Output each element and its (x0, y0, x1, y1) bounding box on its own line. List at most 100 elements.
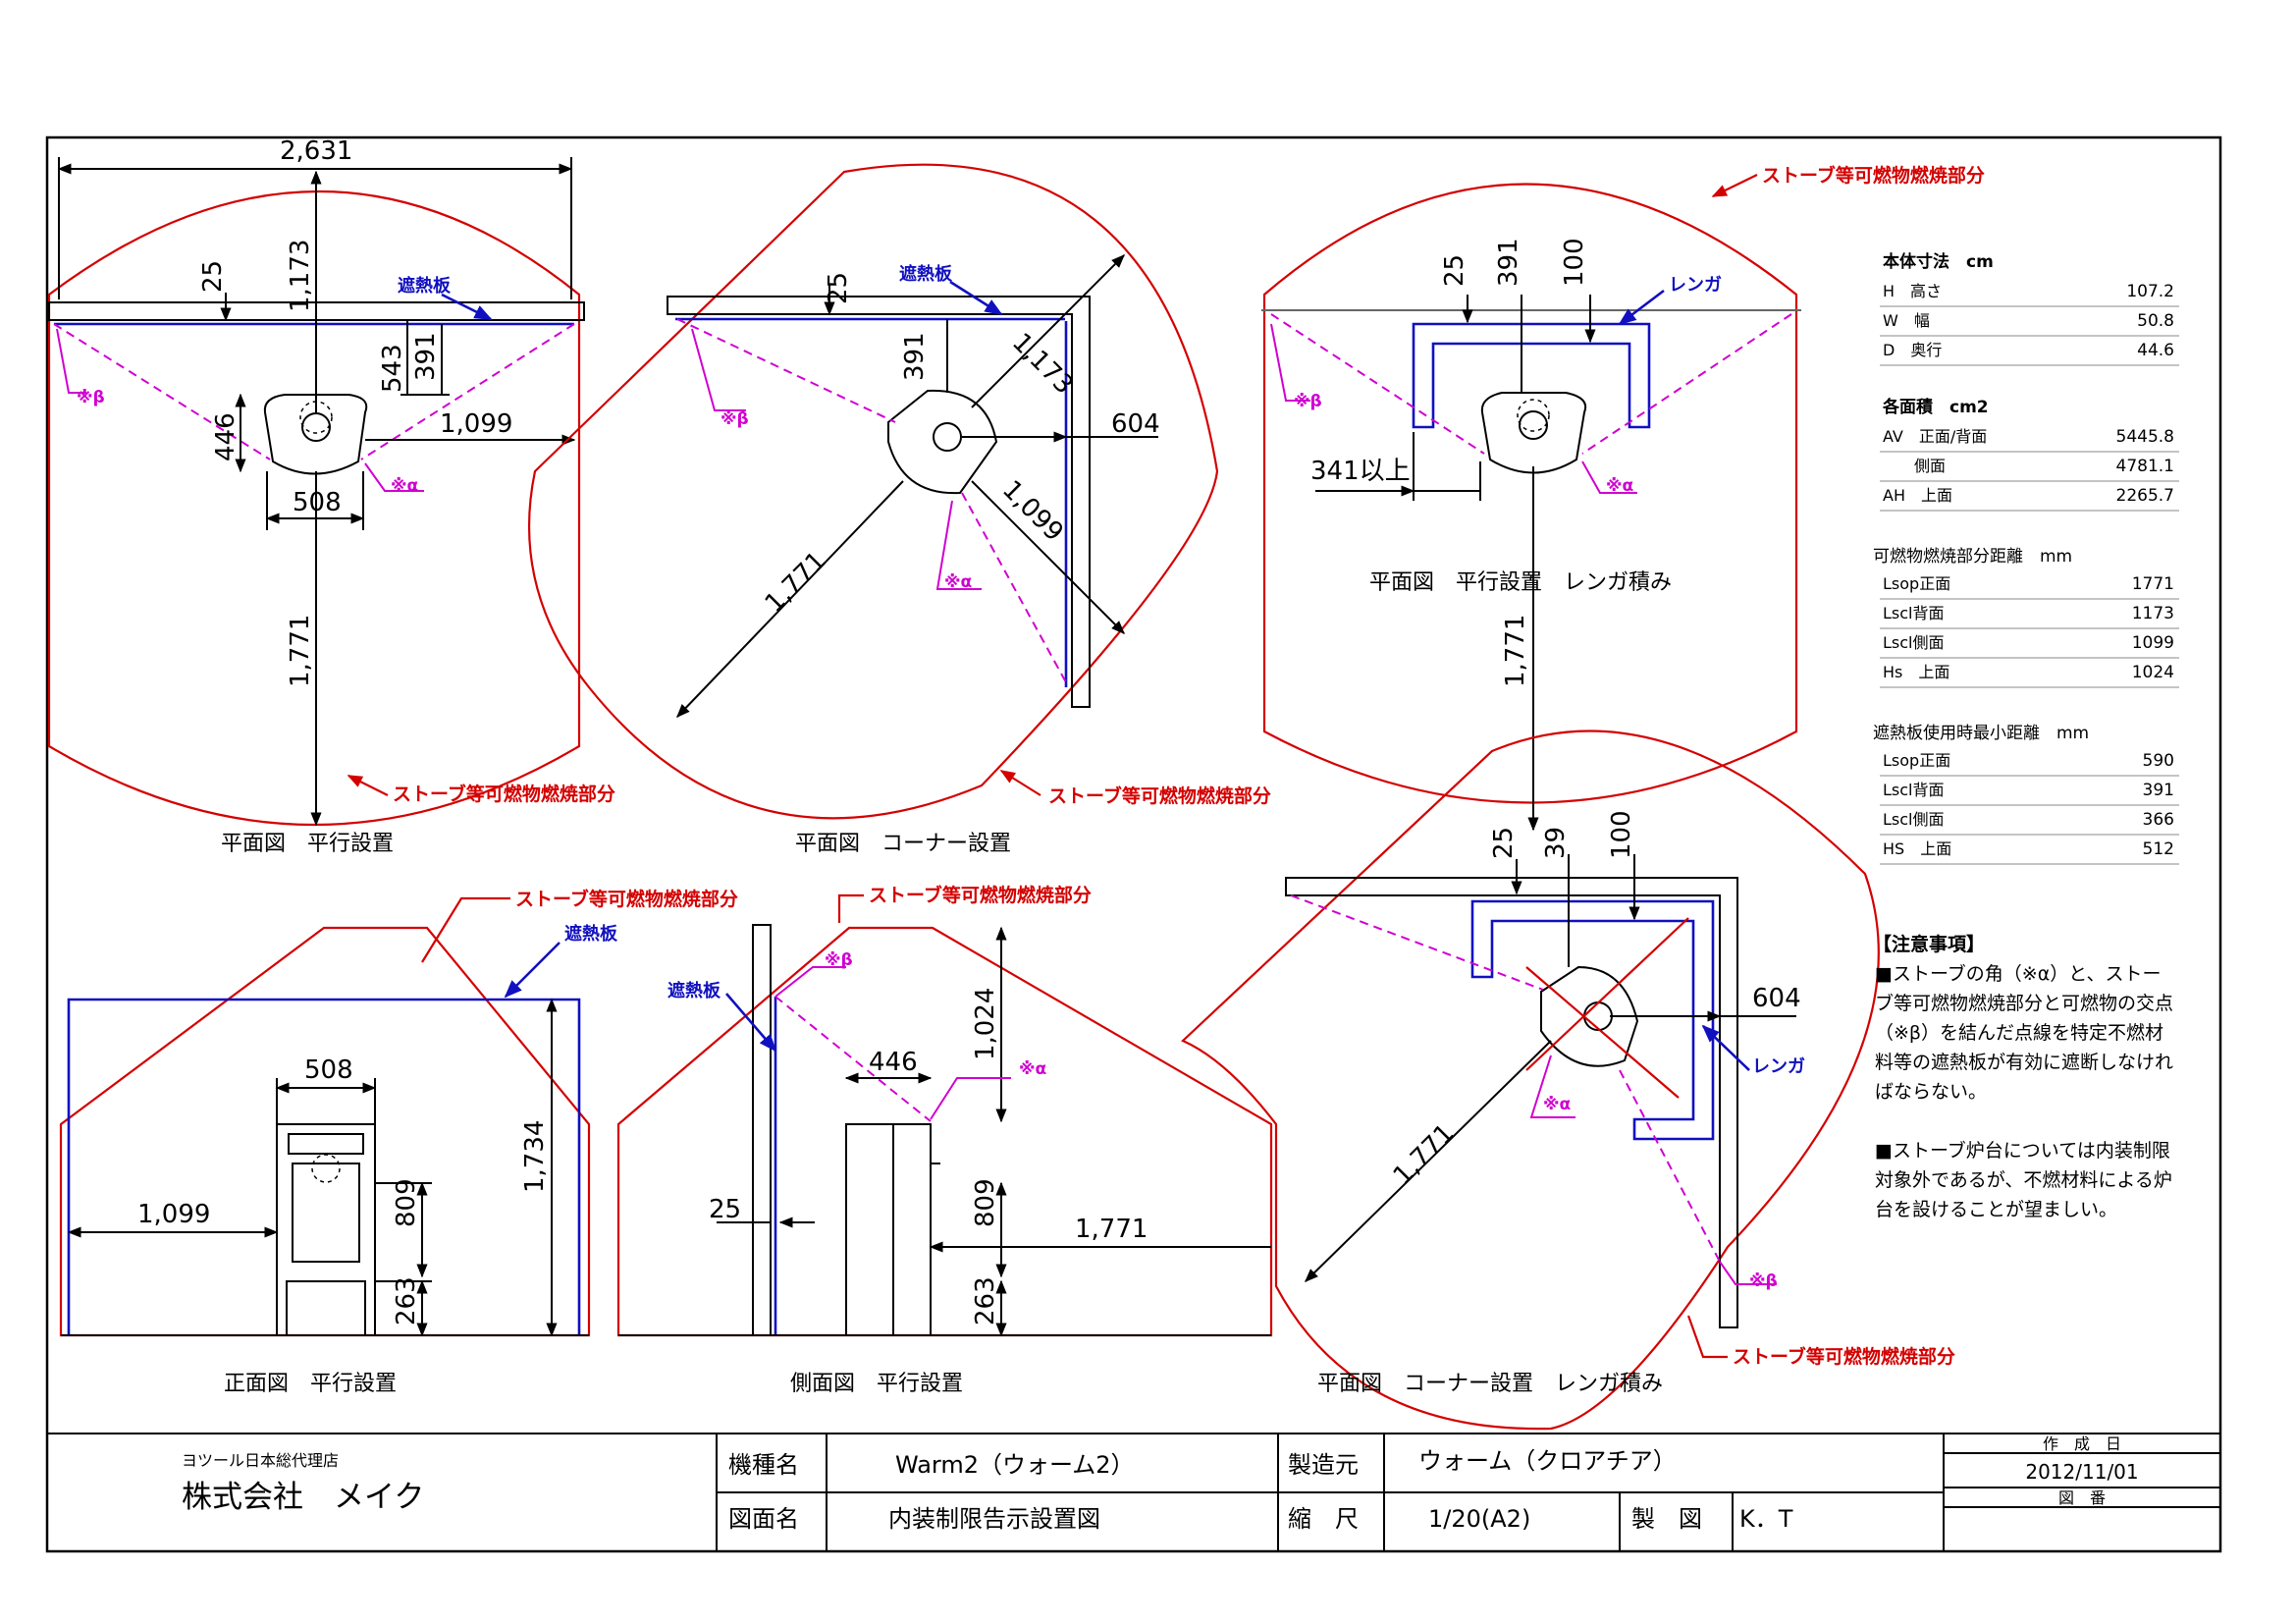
note-line: ■ストーブの角（※α）と、ストー (1875, 962, 2162, 985)
spec-row-label: Lscl側面 (1883, 810, 1945, 829)
alpha-label: ※α (391, 476, 418, 496)
heat-shield-label: 遮熱板 (564, 923, 618, 945)
beta-label: ※β (1294, 392, 1322, 411)
center-cross (1525, 917, 1689, 1071)
spec-row-label: 側面 (1883, 457, 1946, 475)
drafter-value: K．T (1739, 1505, 1793, 1533)
spec-row-label: D 奥行 (1883, 341, 1942, 359)
stove-window (292, 1163, 360, 1263)
alpha-leader (1581, 460, 1637, 494)
combustible-leader (999, 770, 1041, 796)
dim-100-label: 100 (1607, 810, 1636, 859)
side-wall (752, 924, 772, 1336)
model-value: Warm2（ウォーム2） (895, 1451, 1135, 1479)
combustible-zone-boundary (59, 926, 591, 1337)
alpha-label: ※α (1019, 1059, 1046, 1079)
spec-row-value: 512 (2143, 839, 2174, 859)
spec-row-value: 1173 (2132, 604, 2174, 623)
note-line: ブ等可燃物燃焼部分と可燃物の交点 (1875, 992, 2173, 1014)
dim-1771-label: 1,771 (286, 615, 315, 687)
dim-543-label: 543 (378, 344, 407, 393)
stove-body (1540, 965, 1639, 1067)
stove-body (263, 394, 368, 475)
dim-1771-label: 1,771 (1075, 1215, 1148, 1244)
center-cross (1525, 966, 1680, 1099)
spec-row-value: 2265.7 (2116, 486, 2174, 506)
title-block: ヨツール日本総代理店 株式会社 メイク 機種名 Warm2（ウォーム2） 図面名… (47, 1433, 2220, 1551)
heat-shield-outline (67, 998, 581, 1335)
dim-1771-label: 1,771 (760, 546, 832, 619)
notes-block: 【注意事項】 ■ストーブの角（※α）と、ストー ブ等可燃物燃焼部分と可燃物の交点… (1873, 933, 2173, 1220)
dim-446-label: 446 (211, 412, 240, 461)
spec-shield-title: 遮熱板使用時最小距離 mm (1873, 723, 2089, 743)
note-line: 対象外であるが、不燃材料による炉 (1875, 1169, 2172, 1191)
drawing-number-label: 図 番 (2058, 1488, 2106, 1507)
brick-wall (1412, 322, 1651, 429)
combustible-label: ストーブ等可燃物燃焼部分 (869, 884, 1092, 906)
dim-508-label: 508 (304, 1055, 353, 1085)
agent-label: ヨツール日本総代理店 (182, 1451, 339, 1470)
spec-row-value: 44.6 (2137, 341, 2174, 360)
combustible-zone-boundary (47, 189, 581, 826)
caption-plan-corner: 平面図 コーナー設置 (795, 832, 1011, 856)
dim-25-label: 25 (709, 1195, 741, 1224)
flue-circle (1583, 1001, 1613, 1031)
alpha-beta-dashed-line (1290, 894, 1544, 991)
dim-1173-label: 1,173 (286, 240, 315, 312)
date-label: 作 成 日 (2043, 1434, 2121, 1453)
dim-25-label: 25 (198, 260, 228, 293)
beta-leader (1719, 1261, 1777, 1285)
view-side-parallel: 25 446 1,024 809 263 1,771 遮熱板 ※β ※α ストー… (616, 884, 1273, 1396)
caption-plan-parallel-brick: 平面図 平行設置 レンガ積み (1369, 570, 1672, 595)
spec-row-value: 1024 (2132, 663, 2174, 682)
dim-25-label: 25 (1440, 254, 1469, 287)
dim-1173-label: 1,173 (1006, 328, 1079, 401)
flue-circle-dashed (311, 1154, 341, 1183)
combustible-label: ストーブ等可燃物燃焼部分 (393, 783, 615, 805)
alpha-label: ※α (944, 572, 972, 592)
combustible-leader (1686, 1315, 1728, 1359)
alpha-label: ※α (1606, 476, 1633, 496)
beta-label: ※β (825, 950, 853, 970)
alpha-beta-dashed-line (961, 492, 1067, 683)
dim-1099-label: 1,099 (137, 1200, 210, 1229)
combustible-leader (1711, 174, 1758, 197)
leader (504, 942, 561, 999)
beta-label: ※β (77, 388, 105, 407)
note-line: 料等の遮熱板が有効に遮断しなけれ (1875, 1052, 2173, 1073)
caption-side-parallel: 側面図 平行設置 (790, 1372, 963, 1396)
stove-top-panel (288, 1133, 364, 1155)
alpha-label: ※α (1543, 1095, 1571, 1114)
company-name: 株式会社 メイク (182, 1480, 424, 1515)
spec-dist-title: 可燃物燃焼部分距離 mm (1873, 547, 2072, 567)
beta-label: ※β (721, 409, 749, 429)
dim-1734-label: 1,734 (520, 1120, 550, 1193)
combustible-leader (421, 896, 510, 963)
spec-row-label: W 幅 (1883, 311, 1930, 330)
combustible-zone-boundary (527, 163, 1219, 820)
dim-391-label: 391 (411, 332, 441, 381)
alpha-beta-dashed-line (53, 323, 271, 460)
dim-line-1771 (676, 480, 904, 719)
spec-row-value: 1771 (2132, 574, 2174, 594)
spec-row-label: Lscl側面 (1883, 633, 1945, 652)
note-line: ■ストーブ炉台については内装制限 (1875, 1139, 2170, 1162)
heat-shield-label: 遮熱板 (667, 980, 721, 1001)
alpha-leader (935, 500, 982, 590)
beta-leader (774, 966, 846, 998)
dim-line-1771 (1305, 1040, 1552, 1282)
spec-area-title: 各面積 cm2 (1882, 397, 1989, 417)
spec-row-value: 4781.1 (2116, 457, 2174, 476)
caption-front-parallel: 正面図 平行設置 (224, 1372, 397, 1396)
flue-circle (933, 422, 962, 452)
spec-row-value: 5445.8 (2116, 427, 2174, 447)
combustible-leader (347, 775, 389, 796)
dim-263-label: 263 (971, 1276, 1000, 1325)
brick-label: レンガ (1669, 275, 1722, 296)
dim-100-label: 100 (1560, 238, 1589, 287)
combustible-label: ストーブ等可燃物燃焼部分 (1762, 164, 1985, 187)
date-value: 2012/11/01 (2025, 1460, 2138, 1484)
spec-row-label: HS 上面 (1883, 839, 1951, 858)
spec-row-label: AH 上面 (1883, 486, 1952, 505)
alpha-beta-dashed-line (676, 318, 896, 423)
